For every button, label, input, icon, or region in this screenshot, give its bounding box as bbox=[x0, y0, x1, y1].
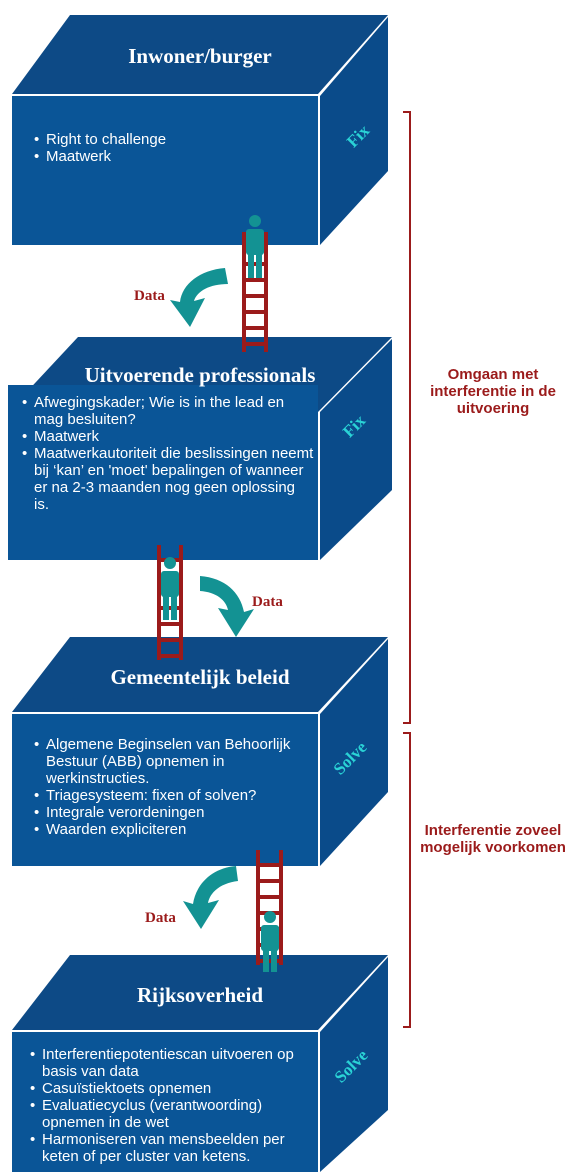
data-label: Data bbox=[134, 288, 165, 304]
curved-arrow-icon bbox=[200, 576, 254, 637]
block-side bbox=[320, 339, 392, 560]
bracket-lower bbox=[403, 732, 411, 1028]
list-item: Triagesysteem: fixen of solven? bbox=[34, 787, 314, 804]
list-item: Maatwerk bbox=[34, 148, 310, 165]
block-inwoner-burger: Inwoner/burger Fix bbox=[12, 15, 388, 245]
block-items-gemeentelijk-beleid: Algemene Beginselen van Behoorlijk Bestu… bbox=[30, 736, 314, 838]
person-icon bbox=[261, 911, 279, 972]
list-item: Interferentiepotentiescan uitvoeren op b… bbox=[30, 1046, 316, 1080]
data-label: Data bbox=[145, 910, 176, 926]
block-title: Inwoner/burger bbox=[128, 44, 272, 68]
block-title: Rijksoverheid bbox=[137, 983, 263, 1007]
connector-3: Data bbox=[145, 850, 283, 972]
block-items-inwoner-burger: Right to challenge Maatwerk bbox=[30, 131, 310, 165]
list-item: Algemene Beginselen van Behoorlijk Bestu… bbox=[34, 736, 314, 787]
block-title: Gemeentelijk beleid bbox=[110, 665, 289, 689]
list-item: Casuïstiektoets opnemen bbox=[30, 1080, 316, 1097]
list-item: Maatwerkautoriteit die beslissingen neem… bbox=[22, 445, 314, 513]
list-item: Waarden expliciteren bbox=[34, 821, 314, 838]
bracket-upper bbox=[403, 111, 411, 724]
data-label: Data bbox=[252, 594, 283, 610]
ladder-icon bbox=[157, 545, 183, 660]
block-side bbox=[320, 639, 388, 866]
block-side bbox=[320, 17, 388, 245]
curved-arrow-icon bbox=[183, 866, 238, 929]
list-item: Afwegingskader; Wie is in the lead en ma… bbox=[22, 394, 314, 428]
list-item: Harmoniseren van mensbeelden per keten o… bbox=[30, 1131, 316, 1165]
ladder-icon bbox=[242, 232, 268, 352]
block-front bbox=[12, 96, 318, 245]
person-icon bbox=[246, 215, 264, 278]
block-top bbox=[12, 15, 388, 94]
bracket-label-upper: Omgaan met interferentie in de uitvoerin… bbox=[430, 366, 556, 417]
list-item: Maatwerk bbox=[22, 428, 314, 445]
block-title: Uitvoerende professionals bbox=[85, 363, 316, 387]
list-item: Right to challenge bbox=[34, 131, 310, 148]
list-item: Integrale verordeningen bbox=[34, 804, 314, 821]
block-side bbox=[320, 957, 388, 1172]
bracket-label-lower: Interferentie zoveel mogelijk voorkomen bbox=[420, 822, 566, 856]
block-items-uitvoerende-professionals: Afwegingskader; Wie is in the lead en ma… bbox=[18, 394, 314, 513]
block-top bbox=[12, 637, 388, 712]
block-top bbox=[12, 955, 388, 1030]
connector-1: Data bbox=[134, 215, 268, 352]
person-icon bbox=[161, 557, 179, 620]
connector-2: Data bbox=[157, 545, 283, 660]
list-item: Evaluatiecyclus (verantwoording) opnemen… bbox=[30, 1097, 316, 1131]
curved-arrow-icon bbox=[170, 268, 228, 327]
block-items-rijksoverheid: Interferentiepotentiescan uitvoeren op b… bbox=[26, 1046, 316, 1165]
